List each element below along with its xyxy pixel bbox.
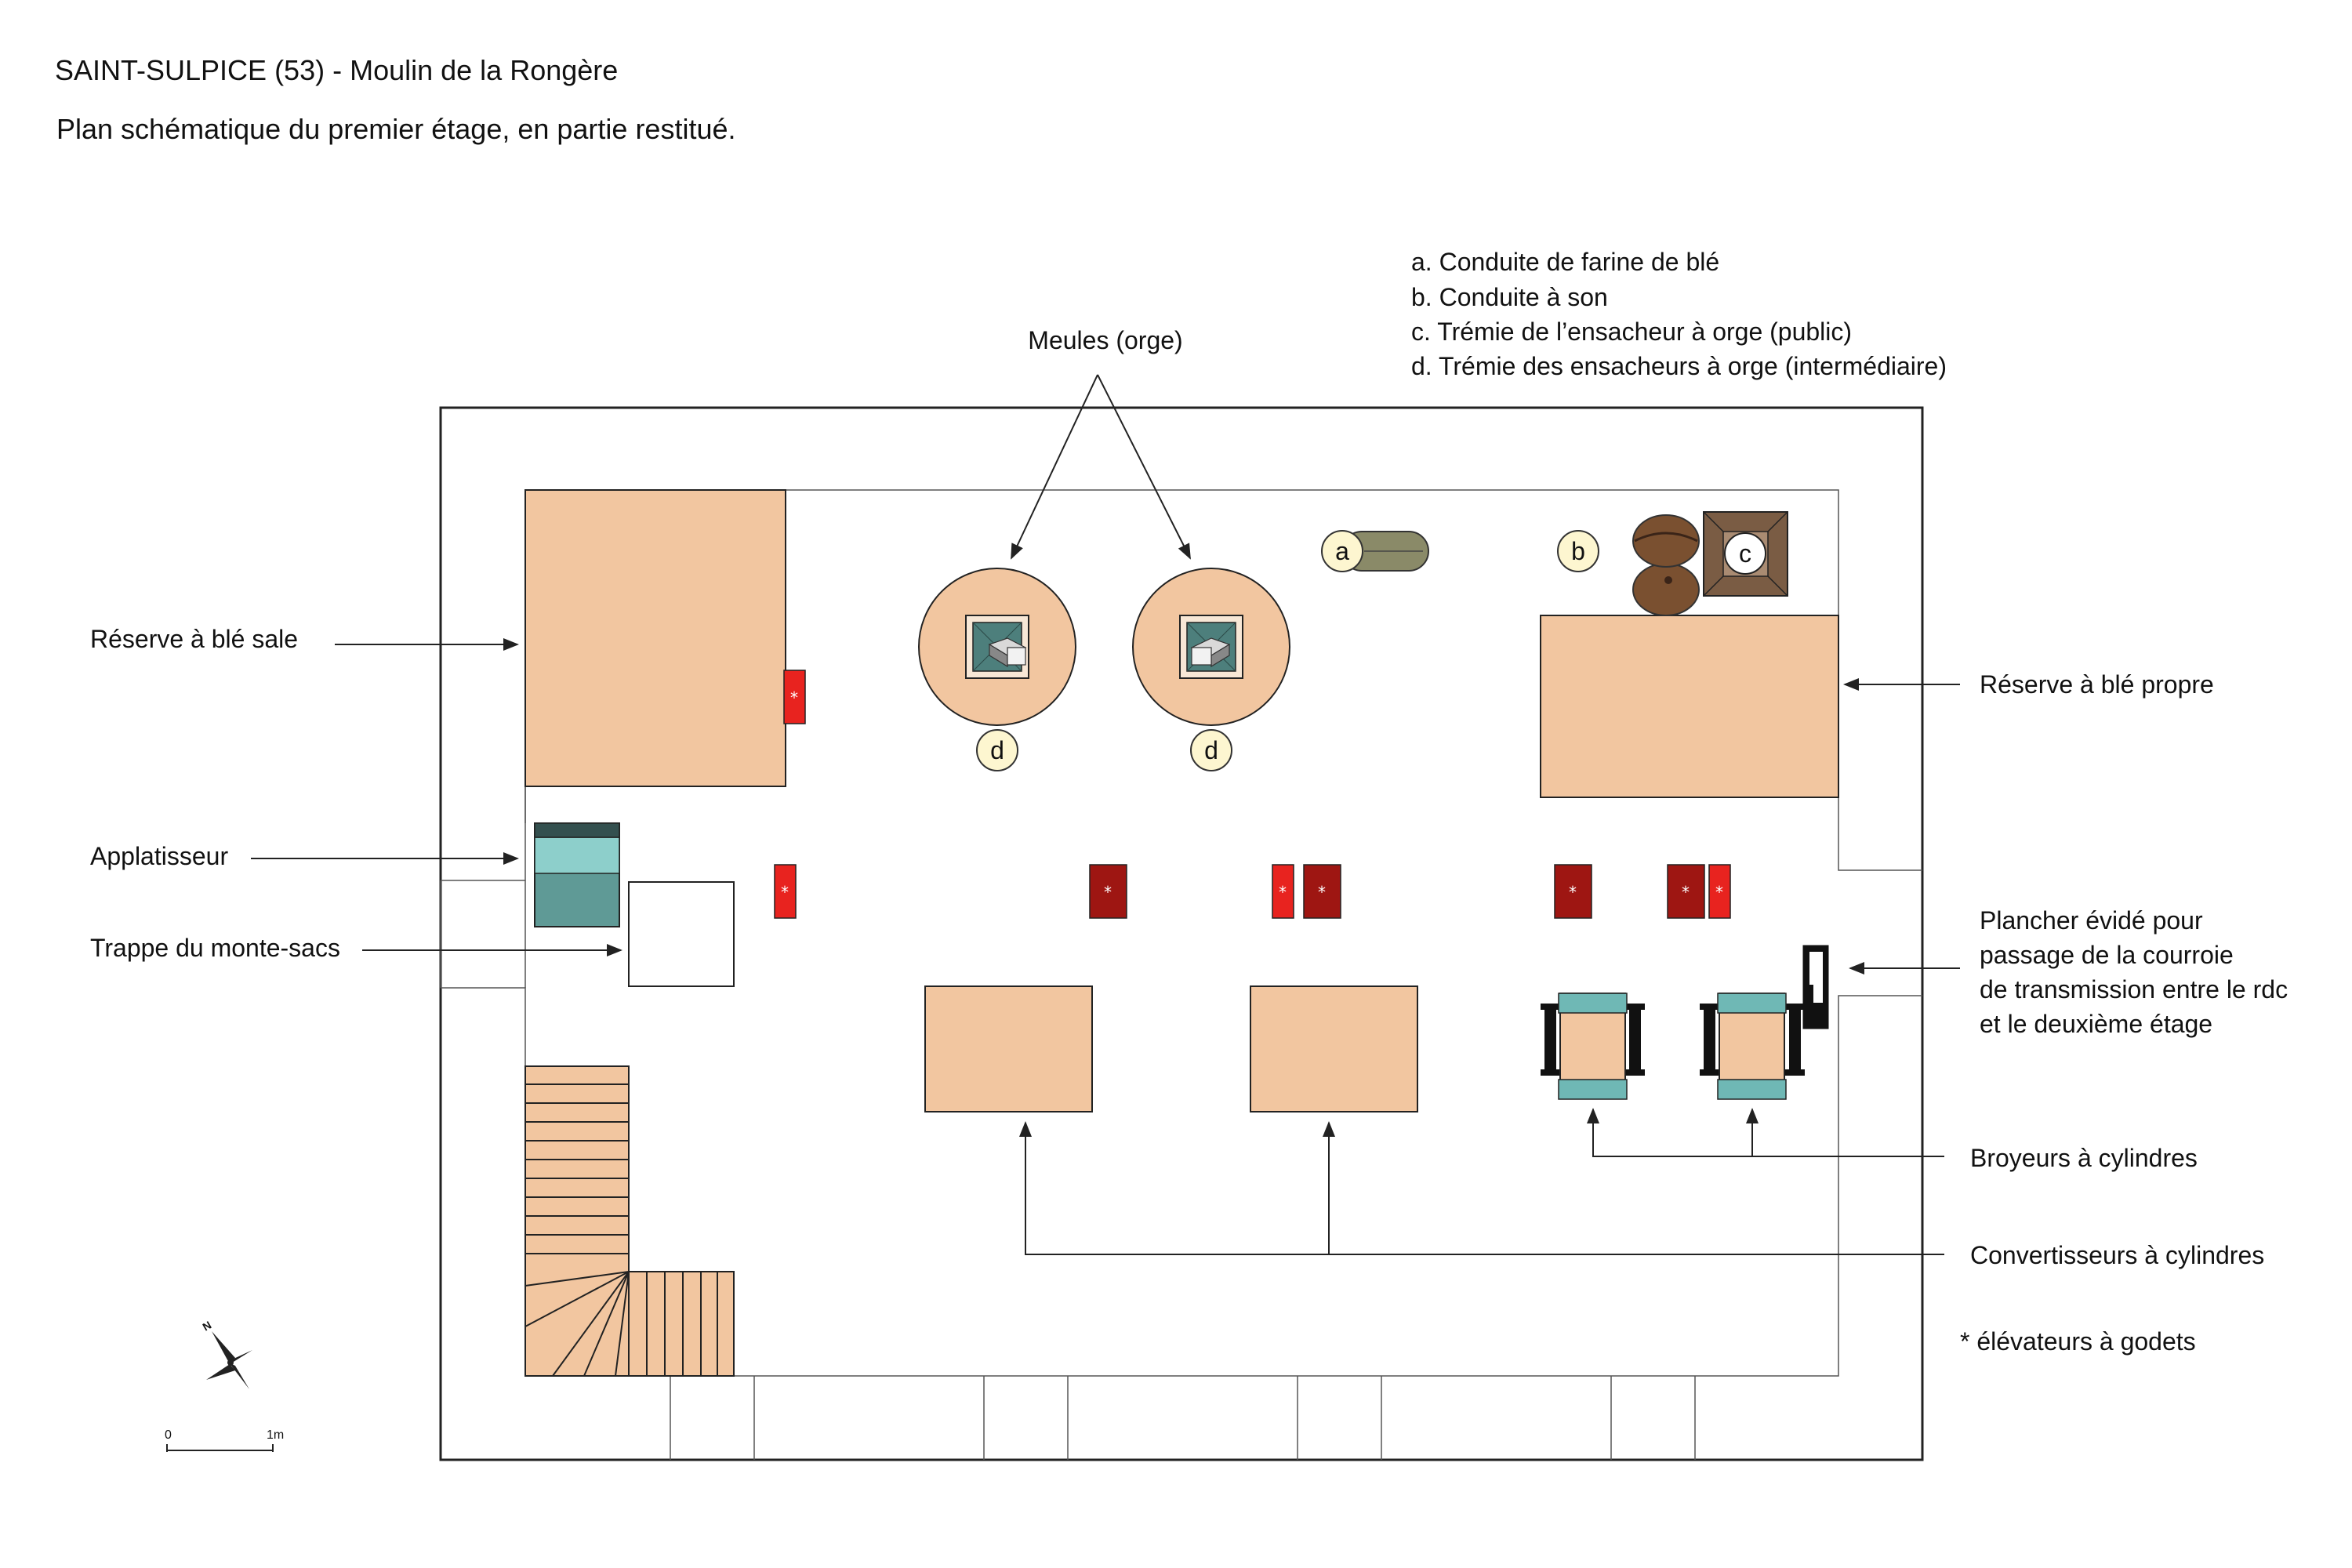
elevateur-1: * xyxy=(783,670,806,724)
reserve-ble-propre xyxy=(1540,615,1839,798)
elevateur-6: * xyxy=(1554,864,1592,919)
label-plancher: Plancher évidé pour passage de la courro… xyxy=(1980,906,2288,1038)
plancher-evide xyxy=(1802,945,1829,1029)
svg-text:*: * xyxy=(790,688,798,707)
svg-text:*: * xyxy=(1569,883,1577,902)
plan-subtitle: Plan schématique du premier étage, en pa… xyxy=(56,113,736,145)
svg-text:*: * xyxy=(1279,883,1287,902)
label-reserve-sale: Réserve à blé sale xyxy=(90,625,298,653)
scale-bar: 0 1m xyxy=(165,1428,284,1452)
svg-text:de transmission entre le rdc: de transmission entre le rdc xyxy=(1980,975,2288,1004)
label-broyeurs: Broyeurs à cylindres xyxy=(1970,1144,2198,1172)
elevateur-5: * xyxy=(1303,864,1341,919)
label-applatisseur: Applatisseur xyxy=(90,842,228,870)
elevateur-4: * xyxy=(1272,864,1294,919)
marker-d-1: d xyxy=(976,729,1018,771)
label-convertisseurs: Convertisseurs à cylindres xyxy=(1970,1241,2264,1269)
label-reserve-propre: Réserve à blé propre xyxy=(1980,670,2214,699)
svg-text:Plancher évidé pour: Plancher évidé pour xyxy=(1980,906,2203,935)
svg-text:*: * xyxy=(1715,883,1723,902)
svg-text:a: a xyxy=(1335,537,1349,565)
compass-rose: N xyxy=(201,1319,252,1389)
svg-text:*: * xyxy=(1318,883,1326,902)
label-trappe: Trappe du monte-sacs xyxy=(90,934,340,962)
convertisseur-1 xyxy=(924,985,1093,1112)
applatisseur-machine xyxy=(534,822,620,927)
elevateur-7: * xyxy=(1667,864,1705,919)
leader-lines xyxy=(251,374,1960,1255)
label-meules: Meules (orge) xyxy=(1028,326,1182,354)
broyeur-2 xyxy=(1700,993,1805,1100)
compass-north-label: N xyxy=(201,1319,214,1334)
marker-c: c xyxy=(1724,532,1766,575)
legend-item-c: c. Trémie de l’ensacheur à orge (public) xyxy=(1411,318,1852,346)
meule-2 xyxy=(1132,568,1290,726)
plan-title: SAINT-SULPICE (53) - Moulin de la Rongèr… xyxy=(55,54,618,86)
scale-end-label: 1m xyxy=(267,1428,284,1442)
label-elevateurs: * élévateurs à godets xyxy=(1960,1327,2196,1356)
broyeur-1 xyxy=(1541,993,1645,1100)
scale-start-label: 0 xyxy=(165,1428,172,1442)
legend-item-d: d. Trémie des ensacheurs à orge (intermé… xyxy=(1411,352,1947,380)
elevateurs: * * * * * * * * xyxy=(774,670,1731,919)
svg-text:*: * xyxy=(1104,883,1112,902)
svg-text:b: b xyxy=(1571,537,1585,565)
elevateur-2: * xyxy=(774,864,797,919)
svg-text:d: d xyxy=(990,736,1004,764)
svg-text:*: * xyxy=(781,883,789,902)
svg-text:passage de la courroie: passage de la courroie xyxy=(1980,941,2234,969)
legend: a. Conduite de farine de blé b. Conduite… xyxy=(1411,248,1947,380)
marker-b: b xyxy=(1557,530,1599,572)
marker-d-2: d xyxy=(1190,729,1232,771)
elevateur-8: * xyxy=(1708,864,1731,919)
legend-item-b: b. Conduite à son xyxy=(1411,283,1608,311)
marker-a: a xyxy=(1321,530,1363,572)
meule-1 xyxy=(918,568,1076,726)
convertisseur-2 xyxy=(1250,985,1418,1112)
svg-text:*: * xyxy=(1682,883,1690,902)
svg-text:d: d xyxy=(1204,736,1218,764)
elevateur-3: * xyxy=(1089,864,1127,919)
reserve-ble-sale xyxy=(524,489,786,787)
svg-text:c: c xyxy=(1739,539,1751,568)
svg-text:et le deuxième étage: et le deuxième étage xyxy=(1980,1010,2212,1038)
trappe-monte-sacs xyxy=(628,881,735,987)
staircase xyxy=(524,1065,735,1377)
legend-item-a: a. Conduite de farine de blé xyxy=(1411,248,1719,276)
conduite-son xyxy=(1632,514,1700,616)
